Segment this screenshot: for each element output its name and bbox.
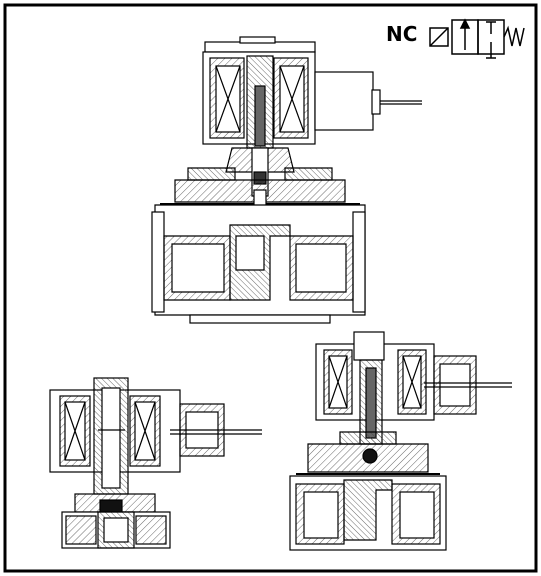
spring-return-symbol <box>503 25 525 47</box>
small-valve-section-view <box>49 377 262 549</box>
mid-valve-section-view <box>289 331 512 551</box>
nc-symbol-label: NC <box>386 22 418 46</box>
solenoid-actuator-symbol <box>429 27 449 47</box>
main-section-view <box>151 36 422 324</box>
valve-symbol <box>429 18 525 59</box>
drawing-border <box>3 3 538 573</box>
flow-arrow-icon <box>459 18 471 29</box>
